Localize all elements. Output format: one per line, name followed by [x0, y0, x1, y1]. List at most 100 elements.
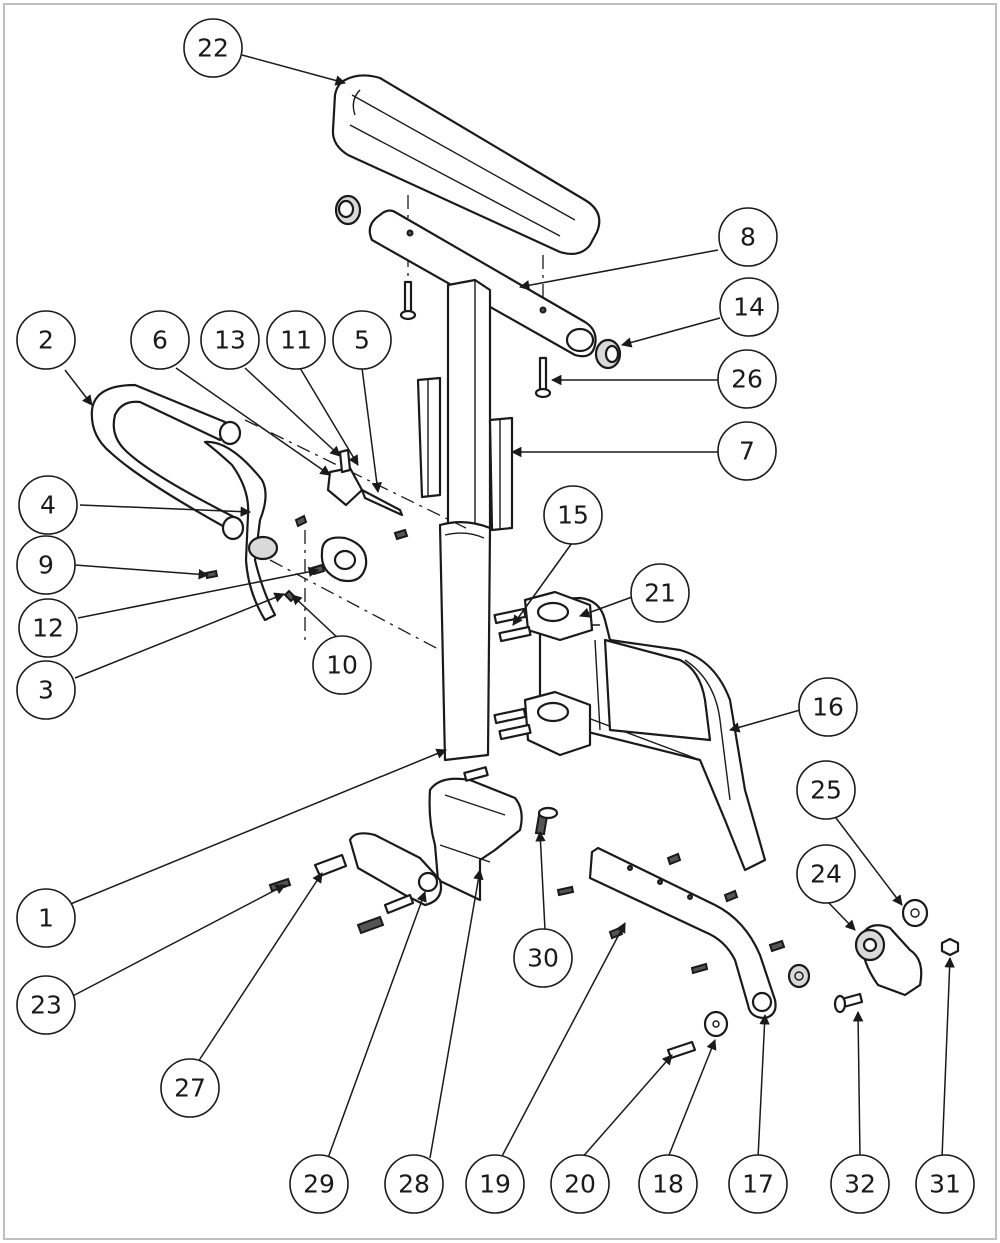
callout-17: 17 [728, 1154, 788, 1214]
leader-29 [327, 891, 427, 1159]
callout-19: 19 [465, 1154, 525, 1214]
callout-6: 6 [130, 310, 190, 370]
svg-text:2: 2 [38, 326, 54, 355]
leader-4 [79, 504, 252, 517]
hinge-washer [901, 898, 929, 928]
leader-24 [825, 899, 856, 931]
callout-32: 32 [830, 1154, 890, 1214]
hinge-block [854, 924, 923, 997]
centerline-latch [269, 559, 441, 651]
hinge-nut [940, 937, 960, 957]
svg-text:3: 3 [38, 676, 54, 705]
leader-30 [535, 830, 546, 931]
callout-18: 18 [638, 1154, 698, 1214]
svg-text:9: 9 [38, 551, 54, 580]
svg-text:12: 12 [32, 614, 64, 643]
callout-29: 29 [289, 1154, 349, 1214]
side-frame [538, 596, 767, 872]
callout-30: 30 [513, 928, 573, 988]
svg-text:20: 20 [564, 1170, 596, 1199]
leader-20 [579, 1054, 673, 1161]
receiver-sleeve [438, 521, 492, 762]
svg-text:32: 32 [844, 1170, 876, 1199]
callout-4: 4 [18, 475, 78, 535]
svg-text:19: 19 [479, 1170, 511, 1199]
svg-text:18: 18 [652, 1170, 684, 1199]
leader-21 [579, 596, 633, 618]
svg-text:29: 29 [303, 1170, 335, 1199]
svg-text:5: 5 [354, 326, 370, 355]
callout-27: 27 [160, 1058, 220, 1118]
armrest-tube [368, 209, 597, 358]
centerline-lever [244, 419, 471, 531]
leader-27 [197, 872, 323, 1063]
mount-block-lower [523, 690, 592, 757]
callout-1: 1 [16, 888, 76, 948]
leader-13 [244, 367, 341, 457]
leader-10 [291, 594, 341, 641]
svg-text:25: 25 [810, 776, 842, 805]
svg-text:1: 1 [38, 904, 54, 933]
svg-text:15: 15 [557, 501, 589, 530]
callout-8: 8 [718, 207, 778, 267]
socket [428, 777, 523, 902]
end-cap-right [594, 338, 622, 370]
svg-text:10: 10 [326, 651, 358, 680]
mount-block-upper [523, 590, 594, 642]
leader-16 [728, 709, 801, 733]
leader-11 [299, 367, 359, 466]
socket-screw [463, 766, 489, 782]
mount-pins [493, 607, 532, 741]
leader-3 [74, 592, 285, 679]
collar [320, 536, 368, 583]
leader-8 [518, 249, 719, 291]
leader-1 [67, 748, 447, 906]
end-cap-left [334, 194, 362, 226]
svg-text:22: 22 [197, 34, 229, 63]
callout-7: 7 [717, 421, 777, 481]
svg-text:11: 11 [280, 326, 312, 355]
callout-2: 2 [16, 310, 76, 370]
latch-pin [360, 488, 404, 517]
svg-text:24: 24 [810, 860, 842, 889]
callout-28: 28 [384, 1154, 444, 1214]
leader-32 [852, 1010, 864, 1159]
svg-text:28: 28 [398, 1170, 430, 1199]
screw-pad-right [534, 356, 552, 399]
callout-26: 26 [717, 349, 777, 409]
svg-text:26: 26 [731, 365, 763, 394]
armrest-post [446, 278, 492, 532]
parts [90, 74, 960, 1060]
spacer-channel-left [416, 376, 442, 499]
release-lever [203, 440, 279, 622]
callout-31: 31 [915, 1154, 975, 1214]
armrest-pad [331, 74, 601, 255]
callout-22: 22 [183, 18, 243, 78]
clamp-fasteners [268, 853, 415, 935]
leader-31 [941, 956, 955, 1159]
leader-6 [175, 367, 331, 476]
leader-lines [64, 54, 955, 1161]
latch-block [326, 448, 364, 507]
callout-25: 25 [796, 760, 856, 820]
leader-5 [361, 367, 382, 494]
callout-20: 20 [550, 1154, 610, 1214]
callout-13: 13 [200, 310, 260, 370]
svg-text:7: 7 [739, 437, 755, 466]
svg-text:31: 31 [929, 1170, 961, 1199]
washer [703, 1010, 729, 1038]
svg-text:14: 14 [733, 293, 765, 322]
callout-15: 15 [543, 485, 603, 545]
hinge-bolt [833, 992, 864, 1014]
leader-2 [64, 369, 93, 406]
svg-text:6: 6 [152, 326, 168, 355]
leader-23 [64, 884, 286, 1001]
svg-text:17: 17 [742, 1170, 774, 1199]
leader-25 [835, 817, 903, 906]
callout-23: 23 [16, 975, 76, 1035]
leader-15 [512, 542, 573, 626]
leader-18 [666, 1039, 717, 1161]
spacer-channel-right [488, 416, 514, 532]
callout-10: 10 [312, 635, 372, 695]
svg-text:21: 21 [644, 579, 676, 608]
